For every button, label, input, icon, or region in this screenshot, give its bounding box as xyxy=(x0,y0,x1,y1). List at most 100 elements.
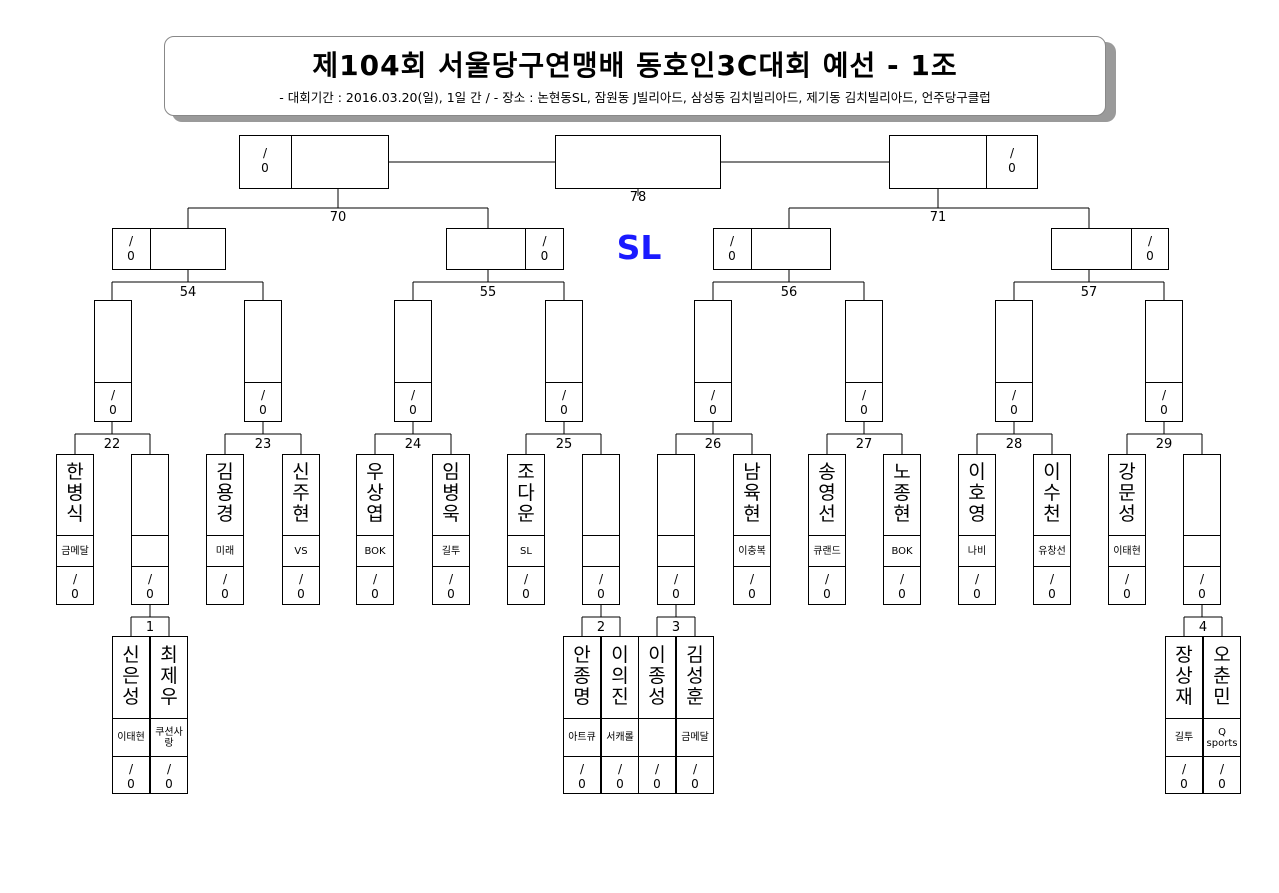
player-card[interactable] xyxy=(356,454,394,605)
slot-71-right[interactable] xyxy=(1051,228,1169,270)
slot-56-left[interactable] xyxy=(694,300,732,422)
player-club: Q sports xyxy=(1206,726,1238,749)
divider xyxy=(507,566,545,567)
divider xyxy=(995,382,1033,383)
match-number-25: 25 xyxy=(555,437,573,452)
slot-57-left[interactable] xyxy=(995,300,1033,422)
player-club: SL xyxy=(520,545,532,557)
player-score: /0 xyxy=(127,762,135,791)
player-card[interactable] xyxy=(131,454,169,605)
player-score: /0 xyxy=(1123,572,1131,601)
divider xyxy=(291,135,292,189)
slot-54-left[interactable] xyxy=(94,300,132,422)
divider xyxy=(694,382,732,383)
player-card[interactable] xyxy=(808,454,846,605)
player-club: BOK xyxy=(891,545,913,557)
player-card[interactable] xyxy=(1183,454,1221,605)
match-number-22: 22 xyxy=(103,437,121,452)
player-card[interactable] xyxy=(601,636,639,794)
player-club: 금메달 xyxy=(681,732,709,743)
final-slot-center[interactable] xyxy=(555,135,721,189)
player-card[interactable] xyxy=(1033,454,1071,605)
match-number-28: 28 xyxy=(1005,437,1023,452)
page-title: 제104회 서울당구연맹배 동호인3C대회 예선 - 1조 xyxy=(312,49,958,82)
divider xyxy=(657,535,695,536)
divider xyxy=(150,756,188,757)
player-card[interactable] xyxy=(1165,636,1203,794)
divider xyxy=(432,566,470,567)
divider xyxy=(112,718,150,719)
player-card[interactable] xyxy=(507,454,545,605)
player-card[interactable] xyxy=(1203,636,1241,794)
player-card[interactable] xyxy=(150,636,188,794)
divider xyxy=(958,535,996,536)
score-55-right: /0 xyxy=(560,388,568,417)
player-card[interactable] xyxy=(282,454,320,605)
player-score: /0 xyxy=(71,572,79,601)
player-card[interactable] xyxy=(206,454,244,605)
player-card[interactable] xyxy=(112,636,150,794)
match-number-55: 55 xyxy=(479,285,497,300)
divider xyxy=(676,756,714,757)
score-70-right: /0 xyxy=(540,234,549,263)
player-card[interactable] xyxy=(638,636,676,794)
player-card[interactable] xyxy=(676,636,714,794)
divider xyxy=(206,535,244,536)
divider xyxy=(507,535,545,536)
match-number-27: 27 xyxy=(855,437,873,452)
player-card[interactable] xyxy=(56,454,94,605)
divider xyxy=(751,228,752,270)
match-number-1: 1 xyxy=(145,620,155,635)
player-club: 나비 xyxy=(967,545,987,557)
player-club: 서캐롤 xyxy=(606,732,634,743)
divider xyxy=(131,566,169,567)
match-number-26: 26 xyxy=(704,437,722,452)
divider xyxy=(601,756,639,757)
slot-71-left[interactable] xyxy=(713,228,831,270)
slot-55-right[interactable] xyxy=(545,300,583,422)
final-slot-left[interactable] xyxy=(239,135,389,189)
slot-57-right[interactable] xyxy=(1145,300,1183,422)
player-card[interactable] xyxy=(733,454,771,605)
score-71-right: /0 xyxy=(1146,234,1154,263)
player-card[interactable] xyxy=(432,454,470,605)
player-score: /0 xyxy=(653,762,661,791)
score-56-right: /0 xyxy=(860,388,868,417)
player-card[interactable] xyxy=(563,636,601,794)
player-card[interactable] xyxy=(1108,454,1146,605)
player-club xyxy=(659,536,693,566)
slot-56-right[interactable] xyxy=(845,300,883,422)
slot-54-right[interactable] xyxy=(244,300,282,422)
score-71-left: /0 xyxy=(728,234,736,263)
player-score: /0 xyxy=(447,572,455,601)
slot-70-left[interactable] xyxy=(112,228,226,270)
player-card[interactable] xyxy=(958,454,996,605)
match-number-3: 3 xyxy=(671,620,681,635)
divider xyxy=(563,718,601,719)
divider xyxy=(1165,756,1203,757)
divider xyxy=(112,756,150,757)
divider xyxy=(582,566,620,567)
divider xyxy=(582,535,620,536)
slot-55-left[interactable] xyxy=(394,300,432,422)
divider xyxy=(1183,535,1221,536)
final-slot-right[interactable] xyxy=(889,135,1038,189)
player-score: /0 xyxy=(597,572,605,601)
slot-70-right[interactable] xyxy=(446,228,564,270)
divider xyxy=(356,566,394,567)
player-card[interactable] xyxy=(883,454,921,605)
player-card[interactable] xyxy=(582,454,620,605)
player-card[interactable] xyxy=(657,454,695,605)
divider xyxy=(638,718,676,719)
divider xyxy=(1108,535,1146,536)
